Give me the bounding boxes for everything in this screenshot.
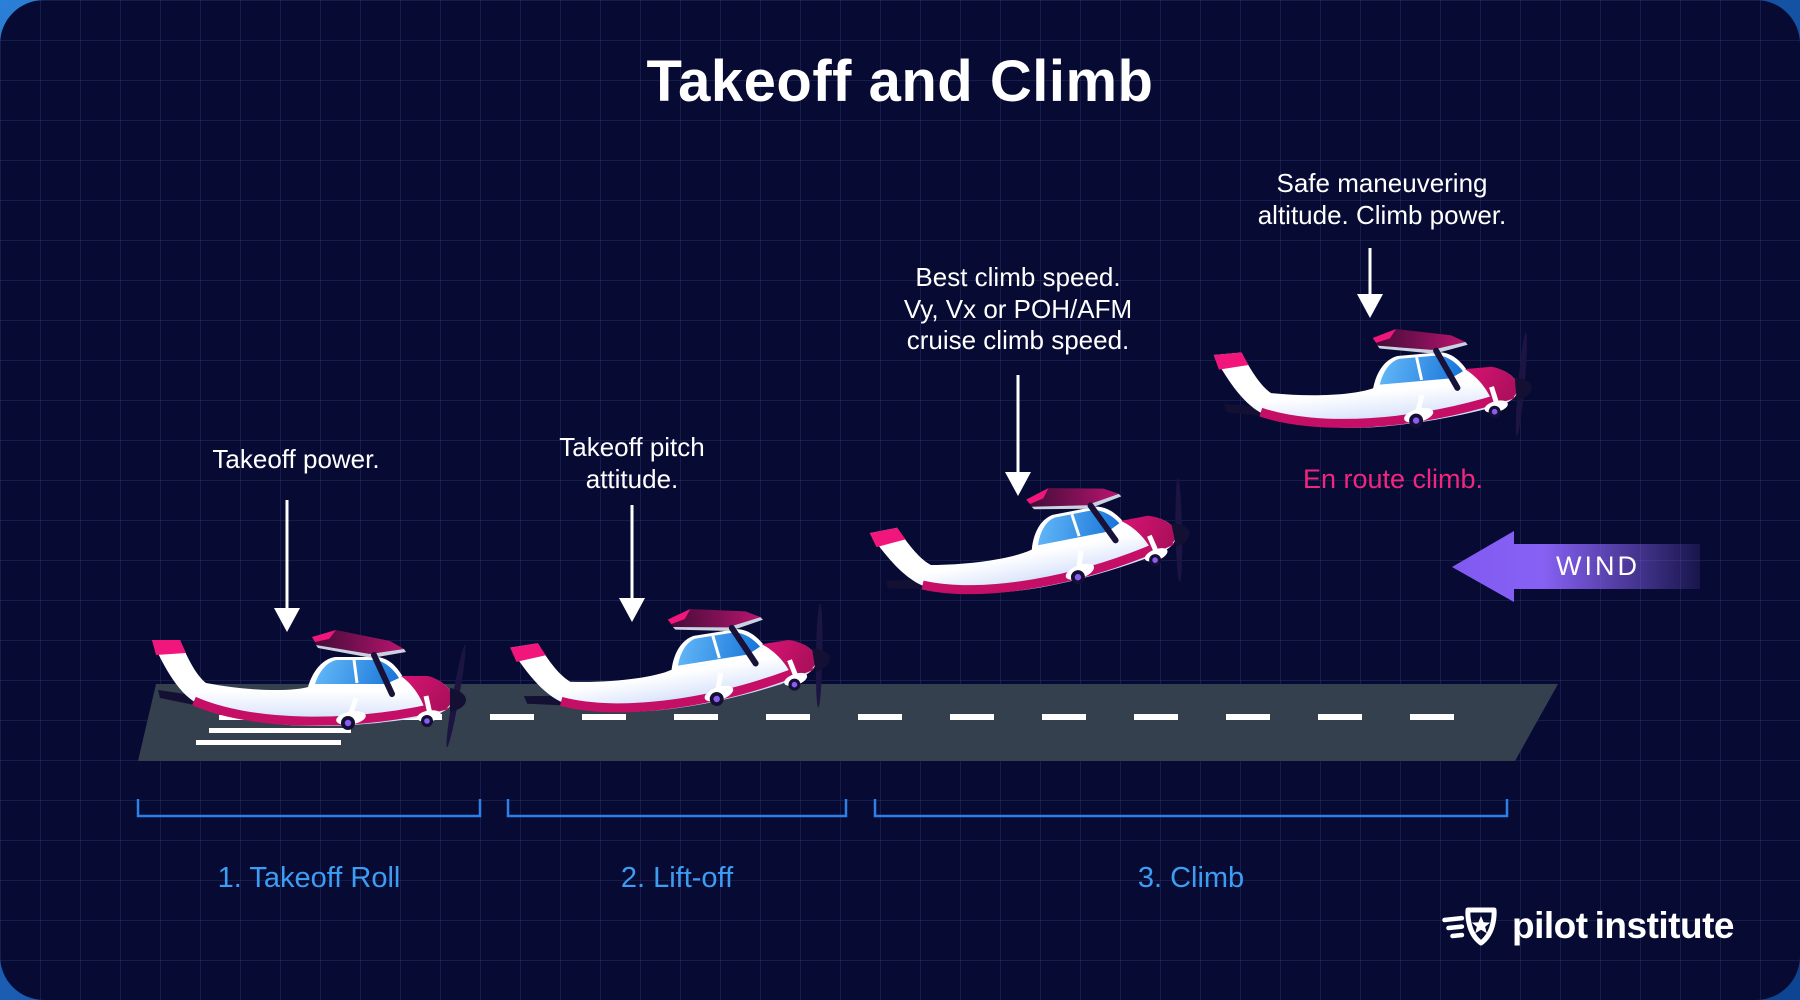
annotation-line: altitude. Climb power. xyxy=(1257,199,1507,230)
stage-label-takeoff-roll: 1. Takeoff Roll xyxy=(217,862,401,894)
arrow-down-icon xyxy=(1357,248,1383,318)
wind-label: WIND xyxy=(1556,551,1640,581)
page-title: Takeoff and Climb xyxy=(646,49,1154,114)
stage-label-liftoff: 2. Lift-off xyxy=(620,862,734,894)
winged-shield-star-icon xyxy=(1442,907,1497,946)
annotation-line: Vy, Vx or POH/AFM xyxy=(903,293,1133,324)
annotation-line: cruise climb speed. xyxy=(906,325,1130,356)
annotation-takeoff-power: Takeoff power. xyxy=(212,444,379,476)
arrow-down-icon xyxy=(1005,375,1031,496)
airplane-enroute-icon xyxy=(1213,317,1538,462)
annotation-line: Takeoff power. xyxy=(212,444,380,474)
bracket-takeoff-roll xyxy=(136,799,482,818)
pilot-institute-logo: pilot institute xyxy=(1440,902,1735,950)
annotation-best-climb-speed: Best climb speed. Vy, Vx or POH/AFM crui… xyxy=(904,262,1132,357)
annotation-safe-altitude: Safe maneuvering altitude. Climb power. xyxy=(1258,168,1507,231)
annotation-line: Takeoff pitch xyxy=(559,432,705,462)
bracket-liftoff xyxy=(506,799,848,818)
stage-label-climb: 3. Climb xyxy=(1137,862,1245,894)
annotation-arrows xyxy=(274,248,1383,632)
airplane-climb-icon xyxy=(868,463,1201,639)
logo-wordmark: pilot institute xyxy=(1512,905,1734,947)
en-route-climb-label: En route climb. xyxy=(1302,464,1484,494)
annotation-line: Best climb speed. xyxy=(915,262,1121,292)
bracket-climb xyxy=(873,799,1509,818)
logo-word-pilot: pilot xyxy=(1512,905,1588,946)
annotation-takeoff-pitch: Takeoff pitch attitude. xyxy=(559,432,705,495)
logo-word-institute: institute xyxy=(1594,905,1735,946)
annotation-line: Safe maneuvering xyxy=(1276,168,1488,198)
arrow-down-icon xyxy=(619,505,645,622)
wind-arrow-icon xyxy=(1452,531,1700,602)
annotation-line: attitude. xyxy=(585,463,679,494)
stage-brackets xyxy=(136,799,1509,818)
arrow-down-icon xyxy=(274,500,300,632)
